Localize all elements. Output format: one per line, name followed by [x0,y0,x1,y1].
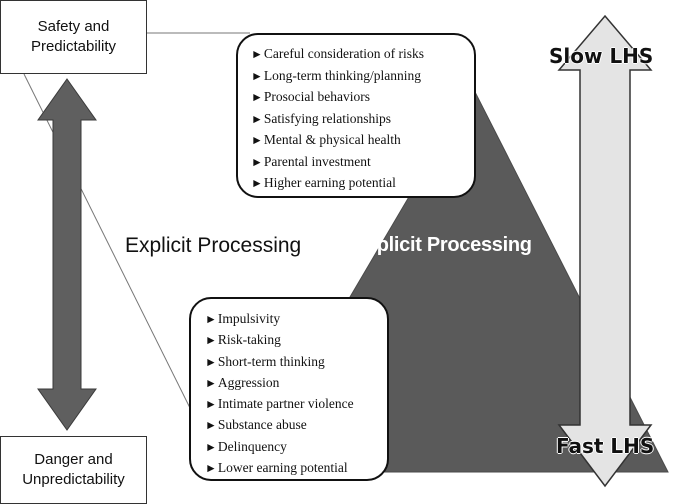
double-headed-vertical-arrow-icon [37,78,97,431]
list-item: ►Higher earning potential [251,175,396,190]
bullet-triangle-icon: ► [251,90,263,104]
bullet-triangle-icon: ► [205,439,217,454]
safety-predictability-box: Safety and Predictability [0,0,147,74]
list-item: ►Short-term thinking [205,353,325,369]
bullet-triangle-icon: ► [205,375,217,390]
list-item: ►Intimate partner violence [205,396,354,412]
implicit-processing-label: Implicit Processing [354,234,532,256]
bullet-triangle-icon: ► [251,47,263,61]
bullet-triangle-icon: ► [205,354,217,369]
bullet-triangle-icon: ► [205,333,217,348]
list-item: ►Delinquency [205,438,287,454]
slow-lhs-traits-box: ►Careful consideration of risks ►Long-te… [236,33,476,198]
double-headed-vertical-arrow-icon [557,14,653,488]
list-item: ►Substance abuse [205,417,307,433]
list-item: ►Careful consideration of risks [251,46,424,61]
slow-lhs-label: Slow LHS [549,44,654,68]
list-item: ►Satisfying relationships [251,110,392,126]
bullet-triangle-icon: ► [251,111,263,126]
bullet-triangle-icon: ► [251,176,263,190]
list-item: ►Prosocial behaviors [251,89,370,104]
danger-unpredictability-box: Danger and Unpredictability [0,436,147,504]
bullet-triangle-icon: ► [205,397,217,412]
list-item: ►Mental & physical health [251,132,401,147]
bullet-triangle-icon: ► [251,133,263,147]
list-item: ►Long-term thinking/planning [251,67,421,83]
bullet-triangle-icon: ► [251,68,263,83]
bullet-triangle-icon: ► [251,154,263,169]
bullet-triangle-icon: ► [205,461,217,476]
list-item: ►Risk-taking [205,332,281,348]
fast-lhs-label: Fast LHS [556,434,655,458]
explicit-region-edge [23,73,193,413]
list-item: ►Lower earning potential [205,460,348,476]
bullet-triangle-icon: ► [205,312,217,326]
list-item: ►Impulsivity [205,311,281,326]
fast-lhs-traits-box: ►Impulsivity ►Risk-taking ►Short-term th… [189,297,389,481]
list-item: ►Parental investment [251,153,371,169]
list-item: ►Aggression [205,374,280,390]
explicit-processing-label: Explicit Processing [125,234,302,257]
bullet-triangle-icon: ► [205,418,217,433]
